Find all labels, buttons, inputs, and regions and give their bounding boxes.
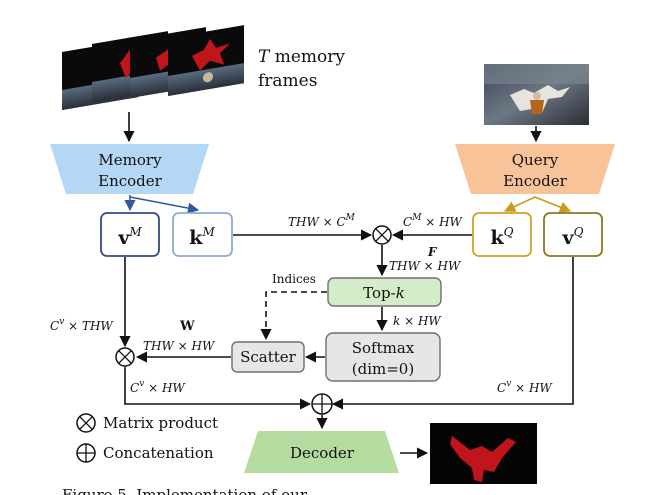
memory-encoder: Memory Encoder xyxy=(50,144,209,194)
svg-text:kM: kM xyxy=(189,225,215,249)
legend-matrix-product-label: Matrix product xyxy=(103,414,218,432)
svg-text:kQ: kQ xyxy=(490,225,513,249)
label-f: F xyxy=(427,245,438,259)
scatter-label: Scatter xyxy=(240,348,297,366)
softmax-line2: (dim=0) xyxy=(352,360,414,378)
indices-dashed-arrow xyxy=(260,291,327,341)
km-sup: M xyxy=(201,225,215,239)
kq-sup: Q xyxy=(504,225,514,239)
dim-thw-cm: THW × CM xyxy=(288,213,356,229)
dim-cv-thw: Cv × THW xyxy=(50,317,114,333)
softmax-line1: Softmax xyxy=(352,339,415,357)
vm-base: v xyxy=(117,227,130,249)
legend-concatenation-label: Concatenation xyxy=(103,444,214,462)
vq-sup: Q xyxy=(574,225,584,239)
caption-fragment: Figure 5. Implementation of our... xyxy=(62,486,320,495)
query-encoder-to-vq-arrow xyxy=(534,196,572,213)
mem-encoder-to-km-arrow xyxy=(129,196,200,214)
memory-encoder-line2: Encoder xyxy=(98,172,163,190)
topk-base: Top- xyxy=(363,284,396,302)
dim-thw-hw: THW × HW xyxy=(389,259,462,273)
dim-k-hw: k × HW xyxy=(393,314,442,328)
legend: Matrix product Concatenation xyxy=(76,413,218,463)
query-encoder-line1: Query xyxy=(512,151,559,169)
memory-frames-label-line2: frames xyxy=(258,71,317,91)
output-mask-image xyxy=(430,423,537,484)
value-memory-box: vM xyxy=(100,212,160,257)
topk-box: Top-k xyxy=(327,277,442,307)
key-memory-box: kM xyxy=(172,212,233,257)
decoder-label: Decoder xyxy=(290,444,355,462)
decoder: Decoder xyxy=(244,431,399,473)
value-query-box: vQ xyxy=(543,212,603,257)
memory-frames-label-line1: T memory xyxy=(258,47,345,67)
memory-frames-label-rest: memory xyxy=(269,47,345,67)
indices-label: Indices xyxy=(272,272,316,286)
query-encoder-to-kq-arrow xyxy=(503,196,536,212)
memory-encoder-line1: Memory xyxy=(98,151,162,169)
vm-sup: M xyxy=(128,225,142,239)
memory-frames-stack xyxy=(62,25,244,110)
concatenation-node xyxy=(311,393,333,415)
topk-k: k xyxy=(396,284,405,302)
query-encoder-line2: Encoder xyxy=(503,172,568,190)
dim-cm-hw: CM × HW xyxy=(403,213,464,229)
km-base: k xyxy=(189,227,203,249)
product-to-concat-arrow xyxy=(124,367,312,410)
softmax-box: Softmax (dim=0) xyxy=(325,332,441,382)
scatter-box: Scatter xyxy=(231,341,305,373)
matrix-product-node-bottom xyxy=(115,347,135,367)
kq-base: k xyxy=(490,227,504,249)
svg-text:vM: vM xyxy=(117,225,142,249)
key-query-box: kQ xyxy=(472,212,532,257)
dim-cv-hw-left: Cv × HW xyxy=(130,379,186,395)
svg-text:Top-k: Top-k xyxy=(363,284,405,302)
label-w: W xyxy=(179,319,195,334)
vq-to-concat-arrow xyxy=(331,257,574,410)
dim-cv-hw-right: Cv × HW xyxy=(497,379,553,395)
legend-matrix-product-icon xyxy=(76,413,96,433)
dim-thw-hw-2: THW × HW xyxy=(143,339,216,353)
vq-base: v xyxy=(562,227,575,249)
memory-frame-4 xyxy=(168,25,244,96)
svg-text:vQ: vQ xyxy=(562,225,584,249)
matrix-product-node-top xyxy=(372,225,392,245)
query-frame-image xyxy=(484,64,589,125)
legend-concatenation-icon xyxy=(76,443,96,463)
query-encoder: Query Encoder xyxy=(455,144,615,194)
